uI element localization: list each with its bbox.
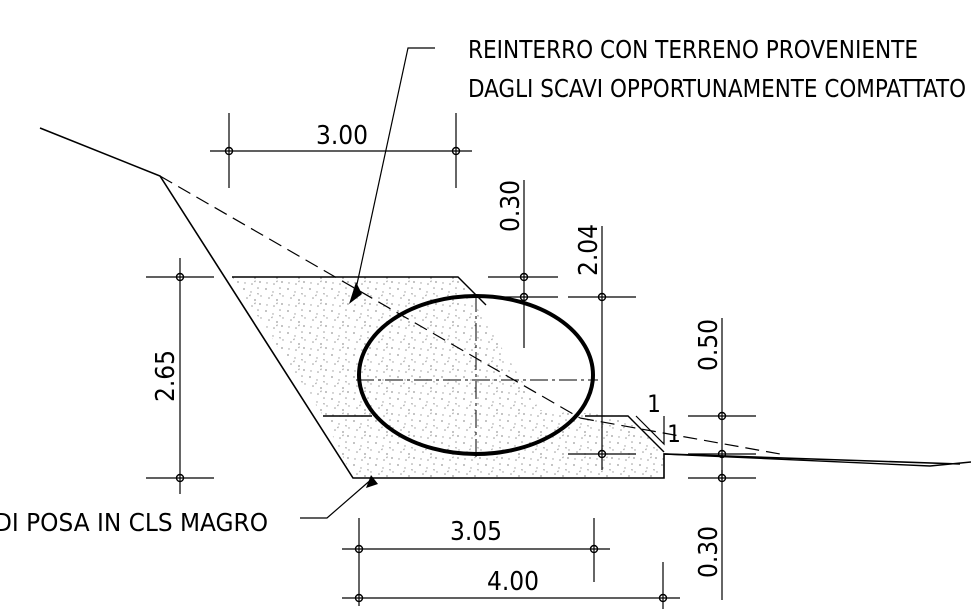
backfill-hatch [232, 277, 540, 416]
dim-base-thickness: 0.30 [688, 470, 756, 600]
dim-step-height-label: 0.50 [694, 319, 724, 371]
backfill-note-line2: DAGLI SCAVI OPPORTUNAMENTE COMPATTATO [468, 74, 966, 103]
dim-pipe-height: 2.04 [568, 224, 636, 470]
bedding-hatch [323, 410, 664, 478]
original-ground-dashed-2 [579, 417, 781, 455]
slope-triangle [635, 415, 665, 446]
dim-base-inner-width: 3.05 [342, 517, 610, 606]
dim-cover-depth-label: 0.30 [496, 180, 526, 232]
backfill-leader [353, 47, 435, 299]
backfill-note-line1: REINTERRO CON TERRENO PROVENIENTE [468, 35, 918, 64]
dim-base-total-width-label: 4.00 [487, 567, 539, 597]
dim-fill-height: 2.65 [146, 258, 214, 494]
bedding-leader-arrow [366, 475, 378, 488]
bedding-note: DI POSA IN CLS MAGRO [0, 508, 268, 537]
dim-base-thickness-label: 0.30 [694, 526, 724, 578]
slope-rise-label: 1 [667, 420, 681, 448]
slope-run-label: 1 [647, 390, 661, 418]
dim-base-total-width: 4.00 [342, 562, 680, 609]
dim-top-width-label: 3.00 [316, 121, 368, 151]
dim-cover-depth: 0.30 [488, 180, 558, 348]
bedding-leader [300, 477, 374, 519]
bedding-step [585, 415, 665, 453]
dim-top-width: 3.00 [210, 113, 472, 188]
original-ground-dashed [159, 175, 581, 419]
ground-profile-right [663, 453, 971, 467]
dim-step-height: 0.50 [688, 318, 756, 480]
backfill-leader-arrow [349, 282, 362, 304]
dim-base-inner-width-label: 3.05 [450, 517, 502, 547]
dim-fill-height-label: 2.65 [151, 350, 181, 402]
dim-pipe-height-label: 2.04 [574, 224, 604, 276]
